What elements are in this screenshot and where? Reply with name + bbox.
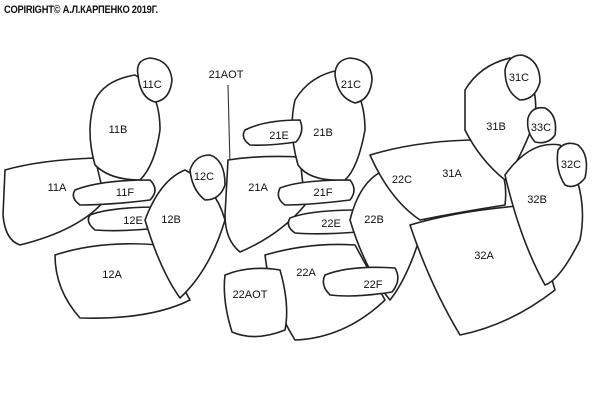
pointer-21AOT: [227, 84, 231, 166]
label-32B: 32B: [527, 194, 547, 206]
label-31B: 31B: [486, 121, 506, 133]
label-22E: 22E: [321, 218, 341, 230]
seat-32A: [409, 204, 556, 336]
seat-21A: [224, 155, 306, 253]
label-12B: 12B: [161, 214, 181, 226]
label-22F: 22F: [364, 279, 383, 291]
seat-11A: [2, 157, 106, 246]
label-22AOT: 22AOT: [233, 289, 268, 301]
seat-11F: [72, 179, 156, 206]
seat-31C: [504, 54, 541, 101]
label-21C: 21C: [341, 79, 361, 91]
seat-32C: [556, 142, 588, 188]
label-22B: 22B: [364, 214, 384, 226]
label-11C: 11C: [142, 79, 161, 91]
seat-11C: [136, 57, 173, 103]
seat-31A: [369, 139, 507, 221]
label-21B: 21B: [313, 127, 333, 139]
label-12A: 12A: [102, 269, 122, 281]
label-11A: 11A: [48, 182, 67, 194]
label-22C: 22C: [392, 174, 412, 186]
label-21A: 21A: [248, 182, 268, 194]
label-22A: 22A: [296, 267, 316, 279]
label-11F: 11F: [116, 187, 134, 199]
seat-12A: [54, 242, 191, 319]
label-12E: 12E: [123, 215, 143, 227]
label-32C: 32C: [561, 159, 581, 171]
label-33C: 33C: [531, 122, 551, 134]
label-21F: 21F: [314, 187, 333, 199]
copyright-text: COPIRIGHT© А.Л.КАРПЕНКО 2019Г.: [4, 4, 158, 16]
seat-22AOT: [223, 267, 288, 338]
label-21E: 21E: [269, 130, 289, 142]
seat-12C: [189, 154, 226, 201]
label-32A: 32A: [474, 250, 494, 262]
label-31C: 31C: [509, 72, 529, 84]
label-12C: 12C: [194, 171, 214, 183]
label-21AOT: 21AOT: [209, 69, 244, 81]
label-31A: 31A: [442, 168, 462, 180]
seat-21F: [277, 179, 355, 206]
label-11B: 11B: [109, 124, 128, 136]
seat-33C: [526, 106, 557, 144]
seat-11B: [89, 74, 161, 181]
seat-22F: [322, 266, 399, 297]
seat-21E: [242, 119, 303, 146]
seat-21C: [334, 57, 373, 104]
